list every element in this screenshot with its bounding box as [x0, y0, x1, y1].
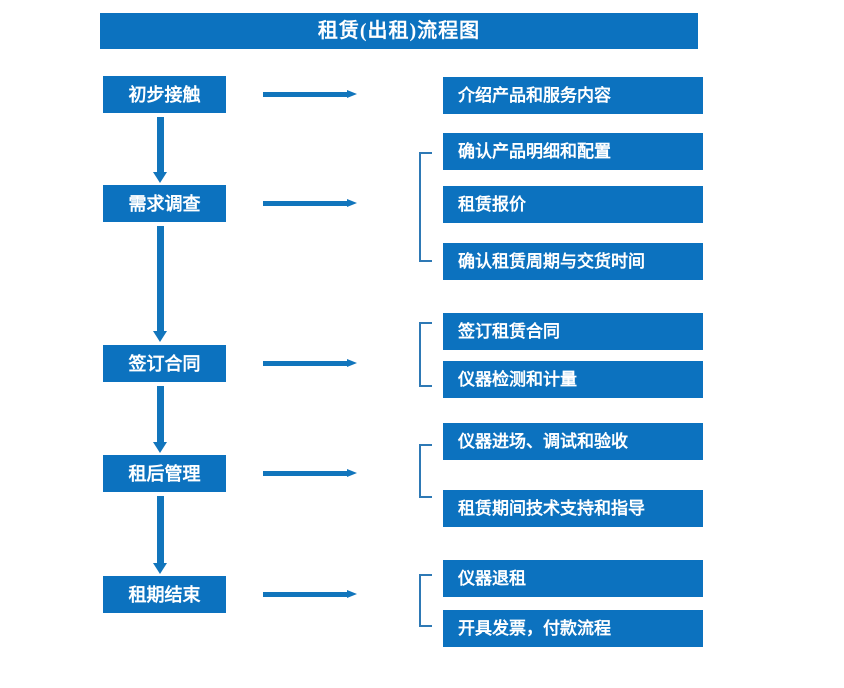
- arrow-shaft: [157, 226, 164, 331]
- flow-arrow-down-3: [153, 386, 167, 453]
- detail-box-3-2[interactable]: 仪器检测和计量: [443, 361, 703, 398]
- arrow-head-down-icon: [153, 331, 167, 342]
- flow-arrow-down-4: [153, 496, 167, 574]
- detail-box-5-1[interactable]: 仪器退租: [443, 560, 703, 597]
- chart-title: 租赁(出租)流程图: [100, 13, 698, 49]
- detail-box-4-2[interactable]: 租赁期间技术支持和指导: [443, 490, 703, 527]
- detail-arrow-right-1: [263, 90, 357, 99]
- detail-arrow-right-4: [263, 469, 357, 478]
- stage-box-1[interactable]: 初步接触: [103, 76, 226, 113]
- arrow-head-right-icon: [347, 469, 357, 477]
- arrow-head-down-icon: [153, 172, 167, 183]
- arrow-head-right-icon: [347, 90, 357, 98]
- stage-box-4[interactable]: 租后管理: [103, 455, 226, 492]
- arrow-head-right-icon: [347, 199, 357, 207]
- detail-arrow-right-2: [263, 199, 357, 208]
- group-bracket-3: [419, 322, 432, 387]
- detail-box-4-1[interactable]: 仪器进场、调试和验收: [443, 423, 703, 460]
- arrow-shaft: [157, 117, 164, 172]
- group-bracket-4: [419, 444, 432, 498]
- arrow-shaft: [263, 361, 347, 366]
- stage-box-3[interactable]: 签订合同: [103, 345, 226, 382]
- flow-arrow-down-2: [153, 226, 167, 342]
- arrow-shaft: [263, 201, 347, 206]
- group-bracket-5: [419, 574, 432, 627]
- arrow-head-right-icon: [347, 359, 357, 367]
- arrow-head-down-icon: [153, 563, 167, 574]
- detail-box-2-3[interactable]: 确认租赁周期与交货时间: [443, 243, 703, 280]
- arrow-shaft: [263, 92, 347, 97]
- flow-arrow-down-1: [153, 117, 167, 183]
- arrow-head-down-icon: [153, 442, 167, 453]
- detail-box-5-2[interactable]: 开具发票，付款流程: [443, 610, 703, 647]
- group-bracket-2: [419, 152, 432, 262]
- detail-box-1-1[interactable]: 介绍产品和服务内容: [443, 77, 703, 114]
- detail-box-2-2[interactable]: 租赁报价: [443, 186, 703, 223]
- arrow-head-right-icon: [347, 590, 357, 598]
- stage-box-2[interactable]: 需求调查: [103, 185, 226, 222]
- detail-arrow-right-5: [263, 590, 357, 599]
- arrow-shaft: [157, 496, 164, 563]
- arrow-shaft: [263, 592, 347, 597]
- detail-box-3-1[interactable]: 签订租赁合同: [443, 313, 703, 350]
- detail-box-2-1[interactable]: 确认产品明细和配置: [443, 133, 703, 170]
- stage-box-5[interactable]: 租期结束: [103, 576, 226, 613]
- arrow-shaft: [263, 471, 347, 476]
- arrow-shaft: [157, 386, 164, 442]
- detail-arrow-right-3: [263, 359, 357, 368]
